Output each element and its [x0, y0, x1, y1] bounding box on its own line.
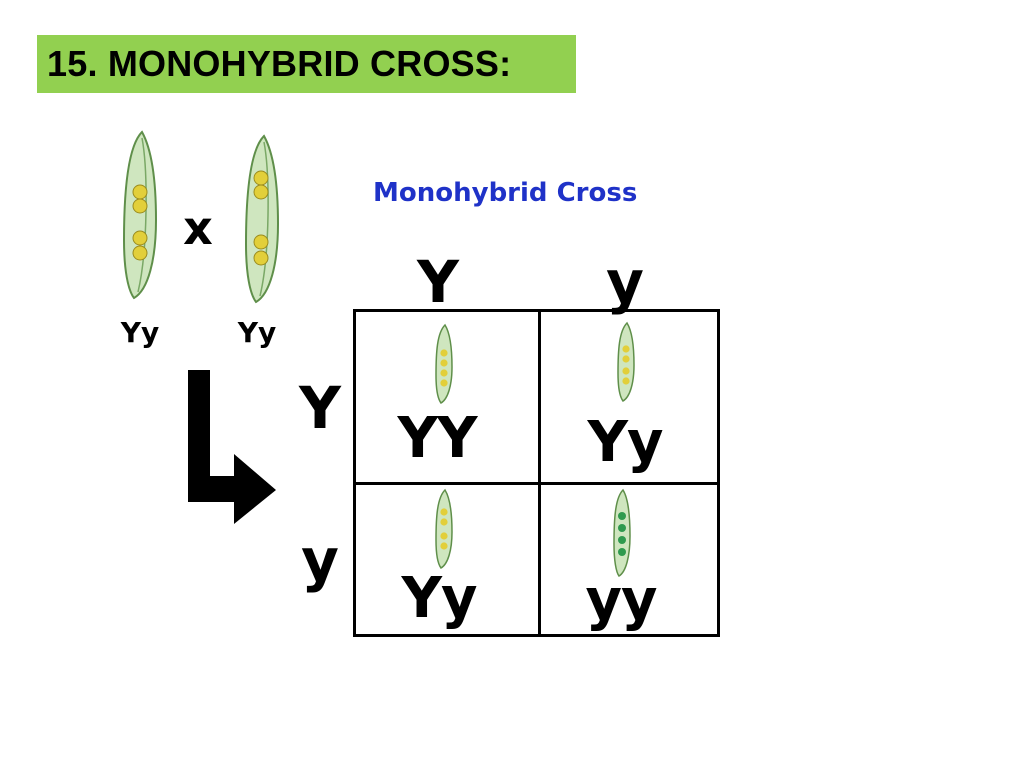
offspring-pod-yy-hetero-2-icon	[435, 488, 453, 569]
cell-genotype-1: YY	[397, 406, 477, 471]
row-allele-2: y	[301, 526, 339, 594]
slide-title: 15. MONOHYBRID CROSS:	[47, 43, 512, 84]
punnett-square	[353, 309, 720, 637]
parent-genotype-left: Yy	[120, 316, 160, 349]
parent-genotype-right: Yy	[237, 316, 277, 349]
parent-pod-left-icon	[122, 130, 158, 300]
slide-title-bar: 15. MONOHYBRID CROSS:	[37, 35, 576, 93]
cell-genotype-4: yy	[585, 568, 657, 633]
grid-divider-vertical	[538, 312, 541, 634]
row-allele-1: Y	[299, 374, 341, 442]
diagram-title: Monohybrid Cross	[373, 178, 638, 208]
offspring-pod-yy-hetero-1-icon	[617, 321, 635, 402]
column-allele-1: Y	[417, 248, 459, 316]
cell-genotype-2: Yy	[587, 410, 663, 475]
offspring-pod-yy-recessive-icon	[613, 488, 631, 577]
grid-divider-horizontal	[356, 482, 717, 485]
column-allele-2: y	[606, 248, 644, 316]
parent-pod-right-icon	[244, 134, 280, 304]
offspring-pod-yy-dominant-icon	[435, 323, 453, 404]
arrow-down-right-icon	[188, 370, 276, 524]
cell-genotype-3: Yy	[401, 566, 477, 631]
cross-symbol: x	[183, 201, 213, 255]
